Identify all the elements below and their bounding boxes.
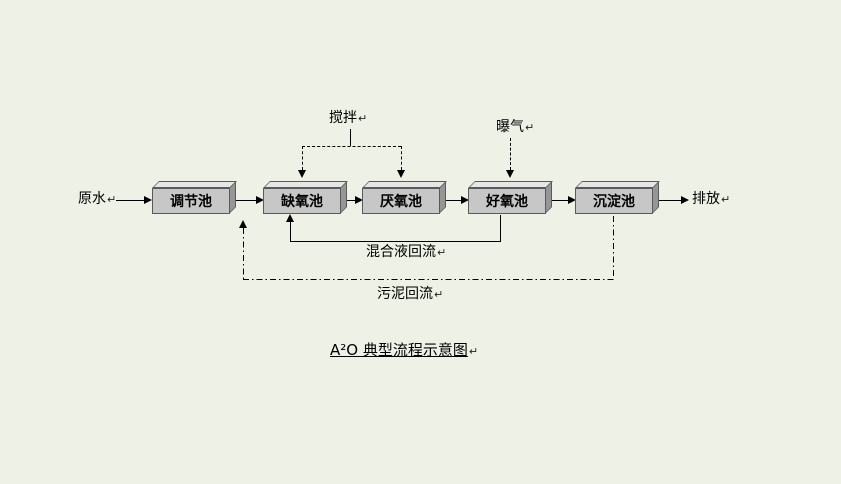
mixed-return-arrowhead-icon [286, 214, 294, 222]
tank-label: 沉淀池 [593, 194, 635, 210]
sludge-return-text: 污泥回流 [377, 286, 433, 302]
flow-line-anaerobic-to-aerobic [441, 200, 461, 201]
return-mark-icon: ↵ [107, 193, 117, 206]
stir-stem-line [350, 129, 351, 146]
return-mark-icon: ↵ [468, 345, 479, 358]
raw-water-text: 原水 [78, 191, 106, 207]
label-sludge-return: 污泥回流↵ [377, 286, 443, 303]
stir-drop-line-anaerobic [401, 146, 402, 170]
sludge-return-arrowhead-icon [239, 220, 247, 228]
label-stir: 搅拌↵ [329, 110, 367, 127]
mixed-return-up-line [290, 221, 291, 241]
stir-branch-line [302, 146, 401, 147]
flow-arrowhead-icon [461, 196, 469, 204]
tank-anoxic: 缺氧池 [263, 188, 341, 214]
aeration-text: 曝气 [496, 119, 524, 135]
tank-label: 调节池 [170, 194, 212, 210]
tank-label: 好氧池 [486, 194, 528, 210]
flow-arrowhead-icon [681, 196, 689, 204]
mixed-liquor-return-text: 混合液回流 [366, 244, 436, 260]
label-aeration: 曝气↵ [496, 119, 534, 136]
return-mark-icon: ↵ [721, 193, 731, 206]
label-discharge: 排放↵ [692, 191, 730, 208]
flow-line-raw-to-regulating [116, 200, 144, 201]
stir-drop-line-anoxic [302, 146, 303, 170]
tank-label: 缺氧池 [281, 194, 323, 210]
flow-arrowhead-icon [256, 196, 264, 204]
tank-regulating: 调节池 [152, 188, 230, 214]
flow-arrowhead-icon [568, 196, 576, 204]
aeration-arrowhead-icon [506, 170, 514, 178]
flow-line-anoxic-to-anaerobic [342, 200, 355, 201]
sludge-return-horizontal-line [243, 279, 614, 280]
discharge-text: 排放 [692, 191, 720, 207]
stir-arrowhead-icon [298, 170, 306, 178]
sludge-return-up-line [243, 228, 244, 279]
stir-text: 搅拌 [329, 110, 357, 126]
stir-arrowhead-icon [397, 170, 405, 178]
mixed-return-down-line [500, 215, 501, 242]
tank-anaerobic: 厌氧池 [362, 188, 440, 214]
return-mark-icon: ↵ [358, 112, 368, 125]
return-mark-icon: ↵ [434, 288, 444, 301]
diagram-title-text: A²O 典型流程示意图 [330, 341, 468, 359]
diagram-title: A²O 典型流程示意图↵ [330, 341, 478, 361]
flow-line-sedimentation-to-discharge [654, 200, 681, 201]
return-mark-icon: ↵ [525, 121, 535, 134]
aeration-drop-line [510, 138, 511, 170]
label-raw-water: 原水↵ [78, 191, 116, 208]
tank-label: 厌氧池 [380, 194, 422, 210]
flow-line-regulating-to-anoxic [231, 200, 256, 201]
mixed-return-horizontal-line [290, 241, 500, 242]
flow-arrowhead-icon [355, 196, 363, 204]
label-mixed-liquor-return: 混合液回流↵ [366, 244, 446, 261]
sludge-return-down-line [613, 216, 614, 279]
tank-sedimentation: 沉淀池 [575, 188, 653, 214]
flow-line-aerobic-to-sedimentation [547, 200, 568, 201]
flow-arrowhead-icon [144, 196, 152, 204]
return-mark-icon: ↵ [437, 246, 447, 259]
tank-aerobic: 好氧池 [468, 188, 546, 214]
